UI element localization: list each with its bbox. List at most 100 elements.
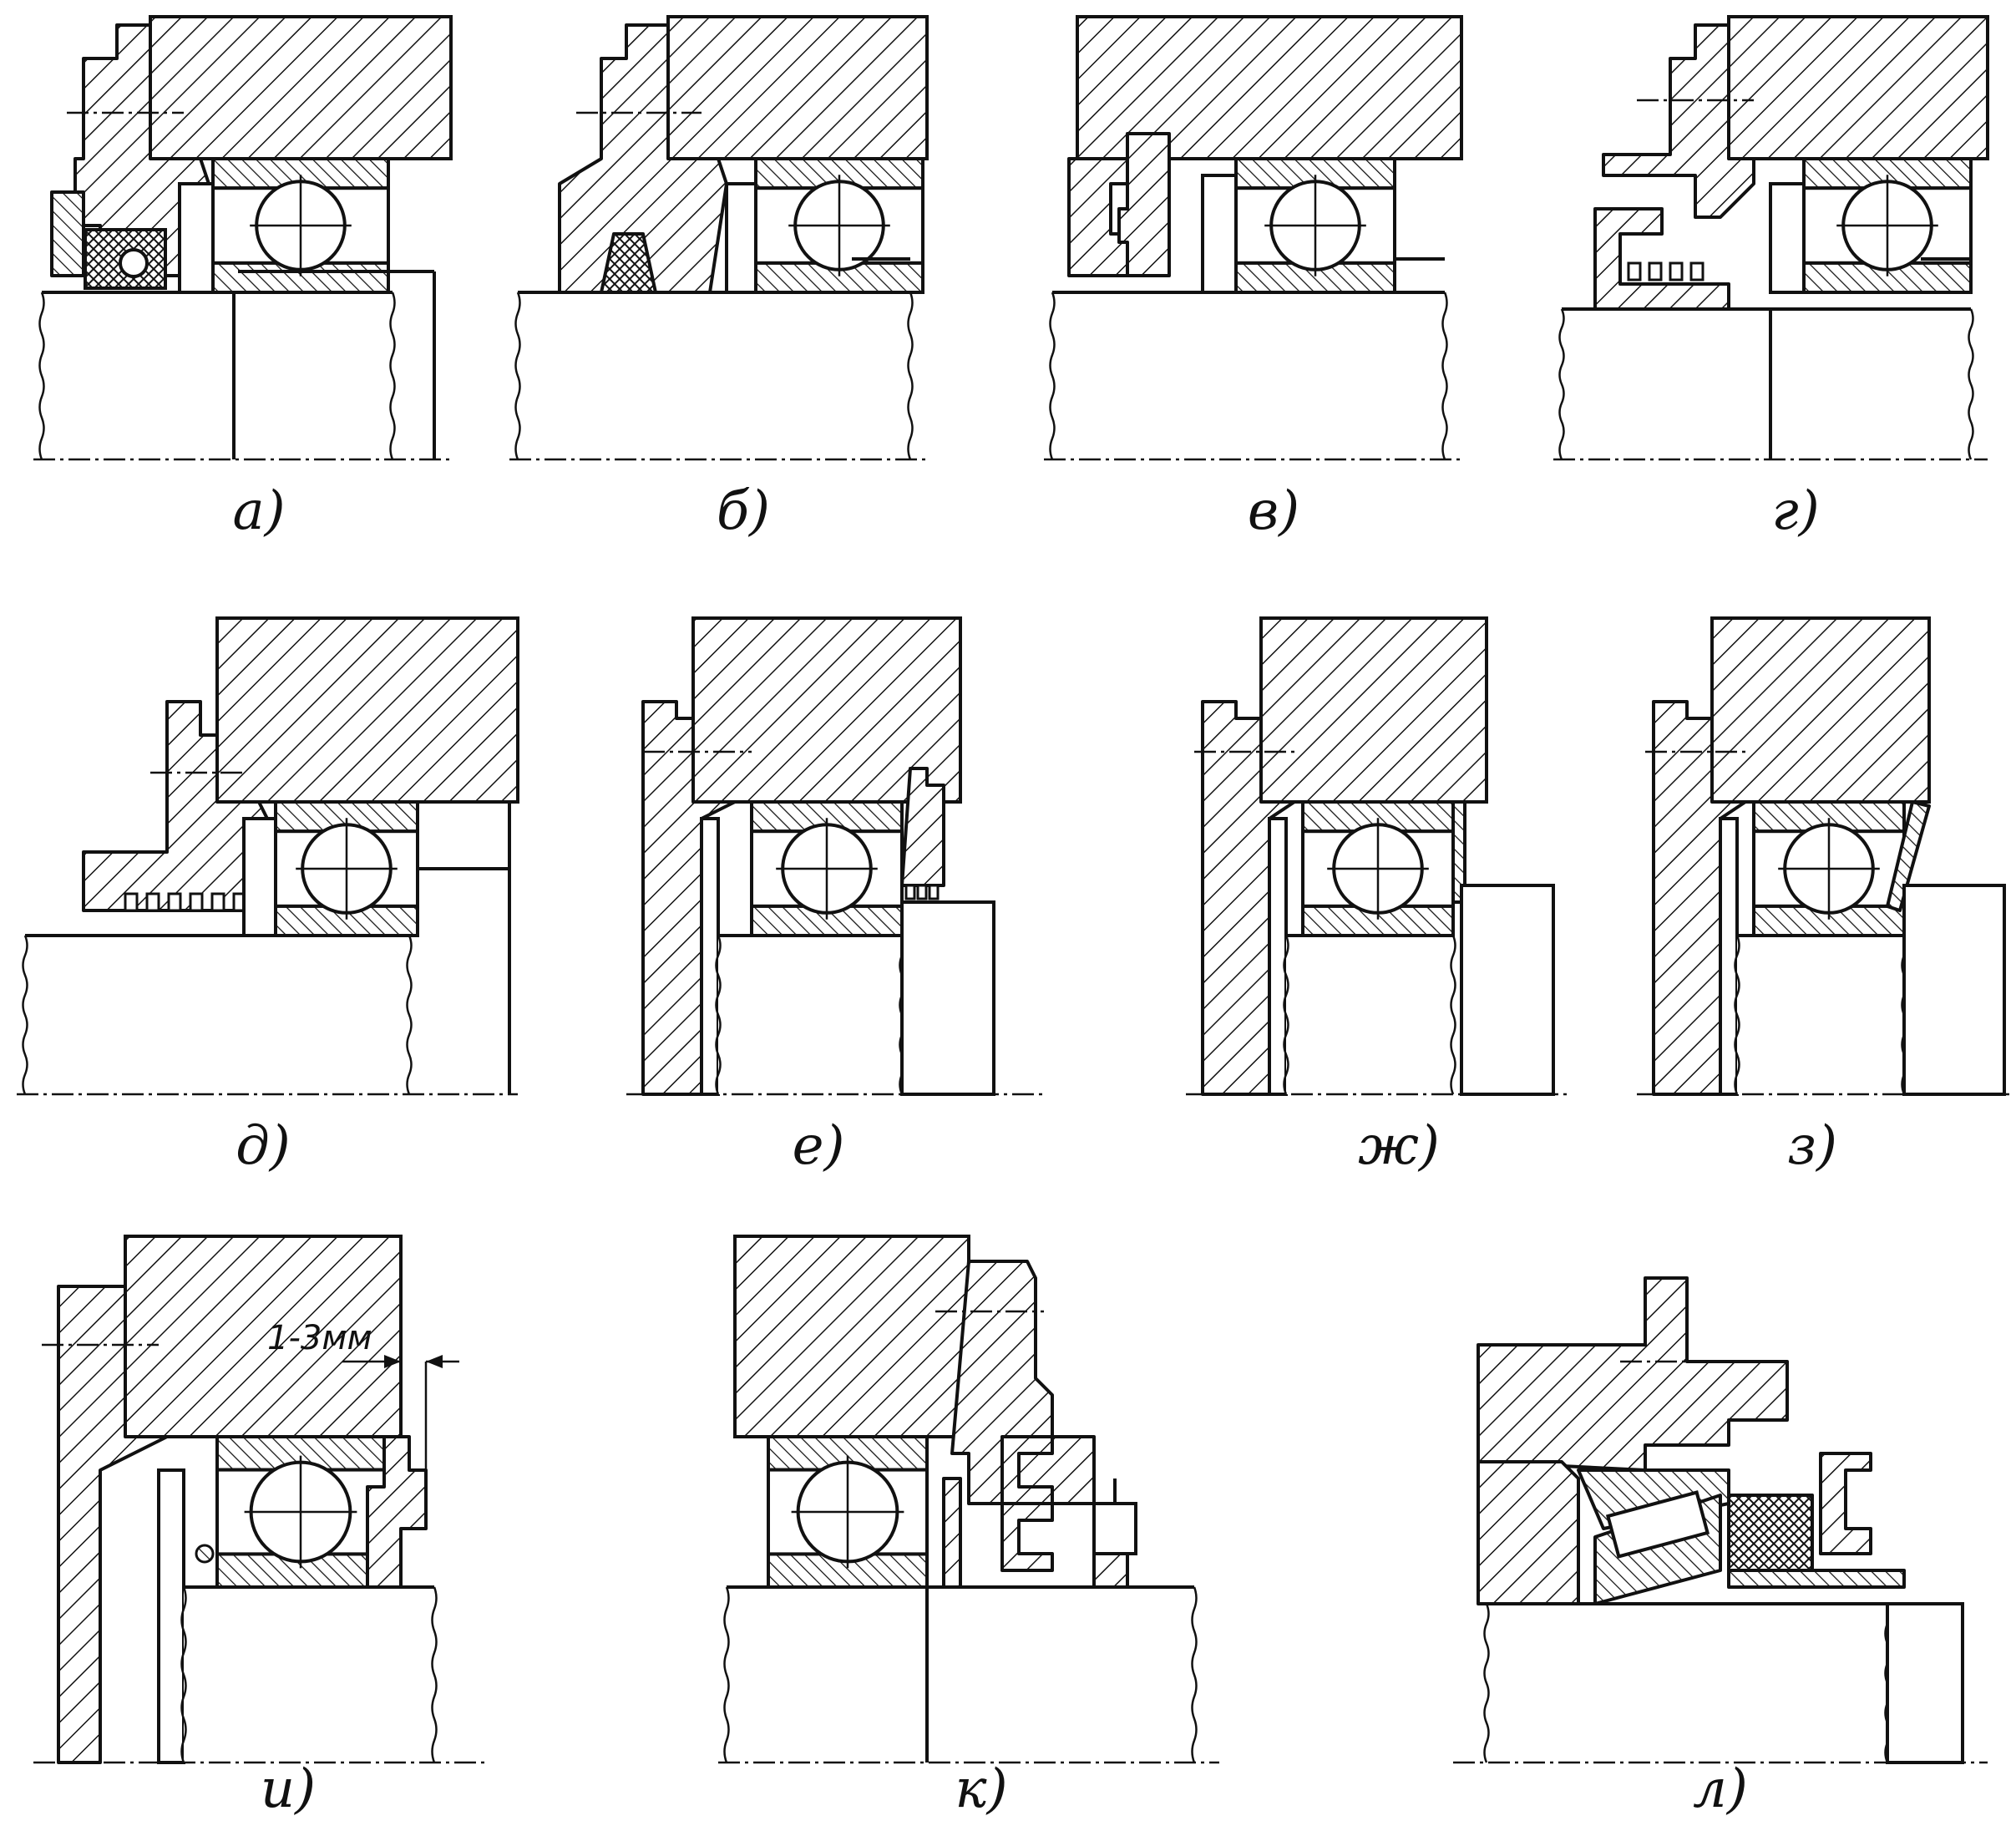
gap-arrowhead-left — [384, 1355, 401, 1368]
housing — [215, 616, 519, 804]
spacer-ring — [1769, 182, 1806, 294]
housing — [1477, 1276, 1789, 1472]
spacer-ring — [178, 182, 215, 294]
shaft-break-left — [22, 935, 28, 1095]
slinger-disk — [366, 1435, 428, 1589]
shaft-break-right — [1191, 1586, 1198, 1763]
gap-label: 1-3мм — [267, 1319, 372, 1357]
groove-1 — [1648, 261, 1663, 281]
panel-g: г) — [1553, 8, 1989, 542]
panel-d-drawing — [17, 616, 519, 1096]
spacer-ring — [1201, 174, 1238, 294]
grooved-sleeve — [1593, 207, 1730, 311]
caption-zh: ж) — [1358, 1115, 1440, 1177]
spacer-sleeve — [900, 900, 995, 1096]
panel-i: 1-3мм и) — [33, 1228, 501, 1829]
cover-groove-1 — [145, 892, 160, 912]
end-cover — [950, 1260, 1096, 1505]
labyrinth-ring-2 — [1000, 1502, 1054, 1572]
o-ring — [195, 1544, 215, 1564]
caption-e: е) — [792, 1115, 845, 1177]
housing — [124, 1235, 403, 1438]
seal-housing — [50, 190, 85, 277]
bearing-outer-ring — [1802, 157, 1973, 190]
radial-seal — [1727, 1494, 1814, 1572]
shaft-collar — [700, 817, 720, 1096]
shaft-break-right — [907, 292, 914, 460]
panel-b-drawing — [509, 15, 929, 461]
shaft-break-left — [1558, 308, 1565, 460]
shaft-break-left — [38, 292, 45, 460]
seal-sleeve — [1727, 1569, 1906, 1589]
shield-washer — [1451, 800, 1466, 904]
oil-slinger — [900, 767, 945, 887]
shaft-body — [518, 292, 910, 459]
shaft-break-left — [1283, 935, 1289, 1095]
shaft-break-right — [1968, 308, 1974, 460]
cover-groove-0 — [124, 892, 139, 912]
end-cover — [1602, 23, 1755, 219]
panel-i-drawing: 1-3мм — [33, 1235, 484, 1764]
shaft-body — [42, 292, 393, 459]
shaft-body — [1052, 292, 1445, 459]
groove-3 — [1689, 261, 1704, 281]
shaft-break-right — [1441, 292, 1448, 460]
caption-k: к) — [955, 1758, 1008, 1820]
shaft-break-left — [514, 292, 521, 460]
end-cover — [82, 700, 269, 912]
shaft-break-left — [723, 1586, 730, 1763]
panel-d: д) — [17, 610, 519, 1177]
shaft-break-right — [406, 935, 413, 1095]
shaft-break-right — [431, 1586, 438, 1763]
housing — [149, 15, 453, 160]
shaft-body — [727, 1587, 1194, 1763]
slinger-groove-0 — [904, 884, 916, 900]
panel-e-drawing — [626, 616, 1044, 1096]
panel-a: а) — [33, 8, 453, 542]
caption-v: в) — [1247, 480, 1300, 542]
shaft-break-left — [180, 1586, 187, 1763]
tapered-roller — [1605, 1490, 1710, 1559]
shaft-body — [184, 1587, 434, 1763]
groove-2 — [1669, 261, 1684, 281]
groove-0 — [1627, 261, 1642, 281]
shaft-end-sleeve — [1886, 1602, 1964, 1764]
housing — [666, 15, 929, 160]
panel-g-drawing — [1553, 15, 1989, 461]
shaft-body — [718, 936, 902, 1094]
housing — [1259, 616, 1488, 804]
panel-l: л) — [1453, 1253, 1988, 1829]
housing — [733, 1235, 970, 1438]
panel-zh: ж) — [1186, 610, 1570, 1177]
caption-b: б) — [716, 480, 771, 542]
caption-z: з) — [1787, 1115, 1837, 1177]
panel-b: б) — [509, 8, 929, 542]
panel-v: в) — [1044, 8, 1463, 542]
caption-a: а) — [232, 480, 286, 542]
shaft-break-left — [1734, 935, 1740, 1095]
caption-i: и) — [260, 1758, 317, 1820]
spacer-sleeve — [1902, 884, 2006, 1096]
end-cover — [558, 23, 728, 294]
shaft-break-right — [1450, 935, 1456, 1095]
cover-groove-3 — [189, 892, 204, 912]
panel-zh-drawing — [1186, 616, 1570, 1096]
shaft-break-left — [1049, 292, 1056, 460]
grease-nipple — [1092, 1502, 1137, 1555]
panel-a-drawing — [33, 15, 453, 461]
shaft-body — [25, 936, 409, 1094]
caption-d: д) — [236, 1115, 291, 1177]
distance-sleeve — [157, 1468, 185, 1764]
labyrinth-cap — [1819, 1452, 1872, 1555]
slinger-groove-2 — [928, 884, 940, 900]
panel-k: к) — [718, 1228, 1236, 1829]
cover-groove-2 — [167, 892, 182, 912]
caption-g: г) — [1771, 480, 1820, 542]
shaft-break-left — [715, 935, 722, 1095]
shaft-collar — [1719, 817, 1739, 1096]
shaft-body — [1286, 936, 1453, 1094]
panel-e: е) — [626, 610, 1044, 1177]
shaft-body — [1562, 309, 1971, 459]
panel-z: з) — [1637, 610, 2013, 1177]
housing — [1727, 15, 1989, 160]
